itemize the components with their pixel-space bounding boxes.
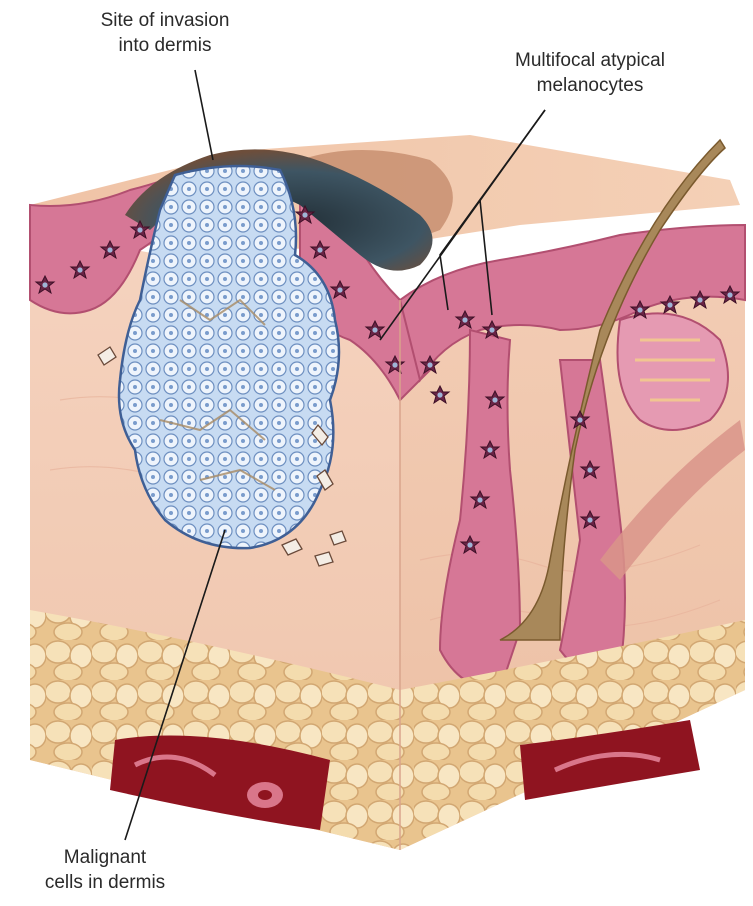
- label-multifocal-melanocytes-line1: Multifocal atypical: [470, 48, 710, 73]
- label-site-of-invasion-line1: Site of invasion: [40, 8, 290, 33]
- label-malignant-cells-line2: cells in dermis: [0, 870, 210, 895]
- leader-invasion: [195, 70, 213, 160]
- label-malignant-cells-line1: Malignant: [0, 845, 210, 870]
- label-multifocal-melanocytes-line2: melanocytes: [470, 73, 710, 98]
- label-site-of-invasion-line2: into dermis: [40, 33, 290, 58]
- label-multifocal-melanocytes: Multifocal atypical melanocytes: [470, 48, 710, 98]
- label-site-of-invasion: Site of invasion into dermis: [40, 8, 290, 58]
- label-malignant-cells: Malignant cells in dermis: [0, 845, 210, 895]
